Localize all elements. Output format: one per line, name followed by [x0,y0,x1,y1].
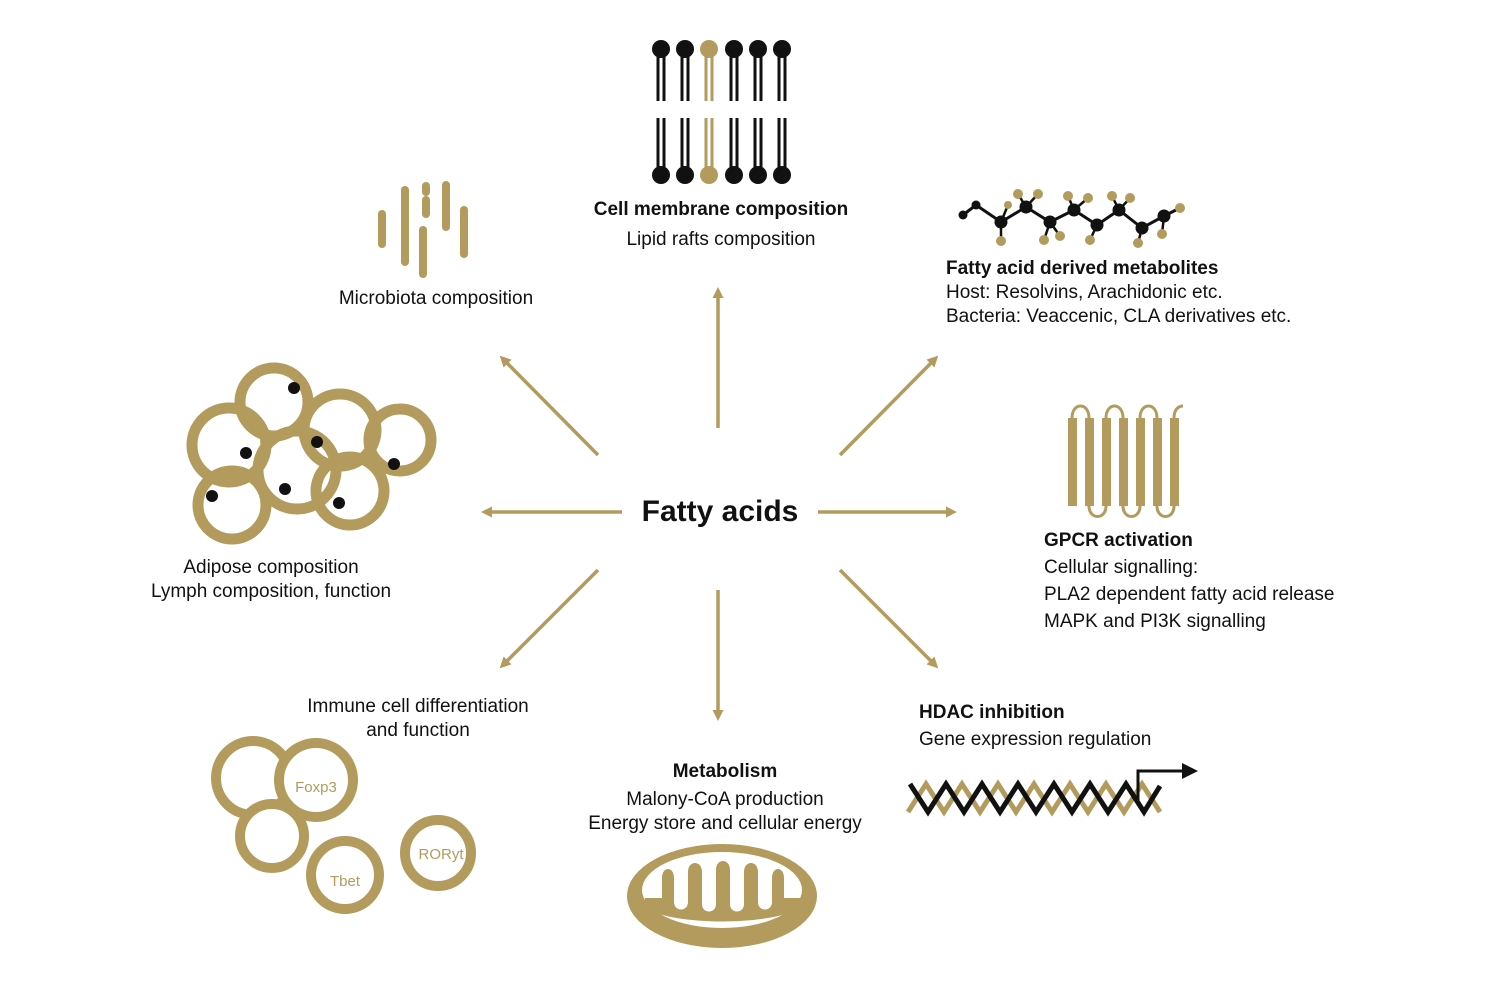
tbet-label: Tbet [330,873,361,890]
gpcr-line-3: MAPK and PI3K signalling [1044,611,1266,632]
metabolism-line-2: Energy store and cellular energy [588,813,862,834]
hdac-label: HDAC inhibition Gene expression regulati… [919,699,1151,753]
foxp3-label: Foxp3 [295,779,337,796]
immune-line-2: and function [366,720,470,741]
adipose-nuclei [206,382,400,509]
gpcr-title: GPCR activation [1044,530,1193,551]
metabolites-title: Fatty acid derived metabolites [946,258,1219,279]
dna-helix-icon [905,763,1198,817]
gpcr-line-1: Cellular signalling: [1044,557,1199,578]
immune-line-1: Immune cell differentiation [307,696,529,717]
roryt-label: RORyt [419,846,465,863]
arrow-up-left [499,355,600,457]
arrow-down-left [499,568,600,669]
lipid-bilayer-icon [652,40,791,184]
microbiota-label: Microbiota composition [296,287,576,311]
arrows [481,287,957,721]
membrane-label: Cell membrane composition Lipid rafts co… [571,198,871,252]
immune-label: Immune cell differentiation and function [268,695,568,743]
center-title: Fatty acids [641,495,799,528]
hdac-line-1: Gene expression regulation [919,729,1152,750]
metabolites-line-2: Bacteria: Veaccenic, CLA derivatives etc… [946,306,1292,327]
metabolism-line-1: Malony-CoA production [626,789,824,810]
membrane-line-1: Lipid rafts composition [626,229,816,250]
adipose-line-2: Lymph composition, function [150,581,392,602]
immune-cells-icon: Foxp3 Tbet RORyt [211,736,476,914]
metabolism-title: Metabolism [672,761,778,782]
microbiota-line-1: Microbiota composition [338,288,534,309]
gpcr-label: GPCR activation Cellular signalling: PLA… [1044,527,1334,635]
molecule-chain-icon [958,189,1185,248]
mitochondrion-icon [627,844,817,948]
arrow-down-right [838,568,939,669]
membrane-title: Cell membrane composition [593,199,849,220]
hdac-title: HDAC inhibition [919,702,1065,723]
metabolites-label: Fatty acid derived metabolites Host: Res… [946,257,1291,329]
metabolites-line-1: Host: Resolvins, Arachidonic etc. [946,282,1223,303]
metabolism-label: Metabolism Malony-CoA production Energy … [560,760,890,836]
arrow-up-right [838,355,939,457]
adipose-line-1: Adipose composition [183,557,359,578]
adipose-cells-icon [186,362,437,545]
gpcr-line-2: PLA2 dependent fatty acid release [1044,584,1335,605]
bacteria-rods-icon [378,181,468,278]
gpcr-receptor-icon [1068,404,1184,518]
adipose-label: Adipose composition Lymph composition, f… [121,556,421,604]
